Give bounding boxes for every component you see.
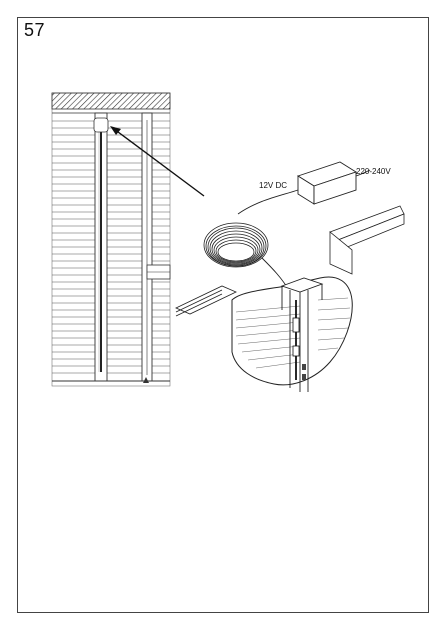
input-voltage-label: 220-240V [356,167,391,176]
output-voltage-label: 12V DC [259,181,288,190]
cable-coil-icon [203,222,291,293]
page-frame [17,17,429,613]
wall-detail-view [51,92,171,387]
beam-structure [175,205,405,317]
post-detail-zoom [231,276,353,392]
wall-slats [52,120,170,374]
power-adapter-icon [237,161,371,215]
arrow-icon [110,126,205,197]
step-number: 57 [24,20,46,40]
roof-edge [51,92,171,110]
cable-clip [93,117,109,133]
